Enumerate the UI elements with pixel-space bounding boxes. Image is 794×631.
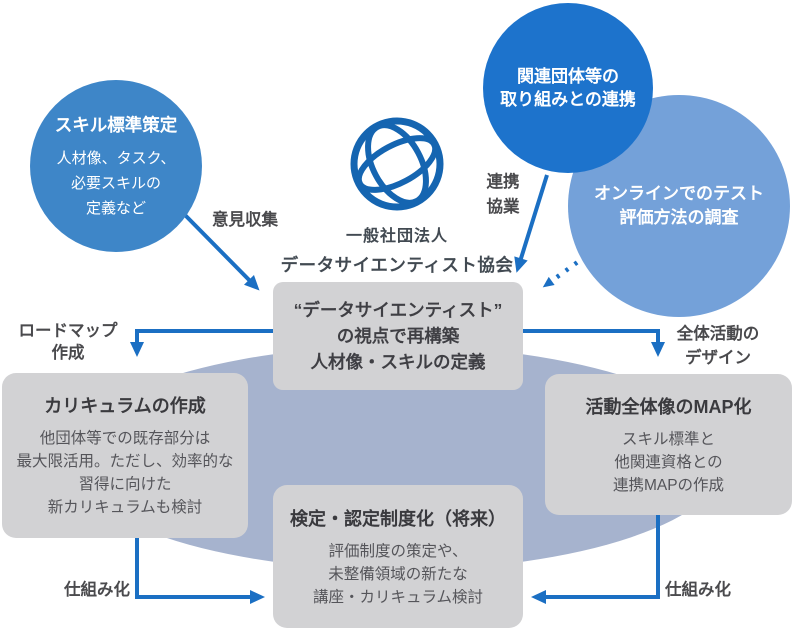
center-redefine-box: “データサイエンティスト” の視点で再構築 人材像・スキルの定義 — [273, 282, 523, 390]
center-box-line1: “データサイエンティスト” — [293, 300, 503, 320]
curriculum-box: カリキュラムの作成 他団体等での既存部分は 最大限活用。ただし、効率的な 習得に… — [2, 373, 248, 538]
curriculum-box-body-line4: 新カリキュラムも検討 — [47, 499, 203, 516]
association-name-line1: 一般社団法人 — [345, 228, 448, 245]
label-collaboration-line1: 連携 — [486, 173, 520, 191]
curriculum-box-title: カリキュラムの作成 — [44, 396, 206, 416]
activity-map-box: 活動全体像のMAP化 スキル標準と 他関連資格との 連携MAPの作成 — [545, 374, 792, 515]
certification-box: 検定・認定制度化（将来） 評価制度の策定や、 未整備領域の新たな 講座・カリキュ… — [273, 485, 523, 628]
arrow-mechanism-left — [135, 534, 265, 604]
circle-skill-standard-body-line3: 定義など — [85, 199, 146, 217]
activity-map-box-body-line1: スキル標準と — [621, 430, 715, 448]
curriculum-box-body-line1: 他団体等での既存部分は — [39, 430, 211, 447]
arrow-collaboration — [514, 174, 549, 273]
center-box-line2: の視点で再構築 — [336, 326, 460, 346]
circle-online-test-title-line1: オンラインでのテスト — [594, 184, 764, 203]
arrow-opinion-collect — [182, 212, 260, 291]
certification-box-body-line3: 講座・カリキュラム検討 — [312, 588, 484, 606]
label-opinion-collect: 意見収集 — [212, 211, 278, 229]
label-overall-design-line2: デザイン — [685, 349, 751, 367]
label-mechanism-left: 仕組み化 — [64, 581, 130, 599]
globe-icon — [350, 117, 444, 211]
circle-related-orgs-title-line2: 取り組みとの連携 — [500, 90, 636, 109]
circle-skill-standard-title: スキル標準策定 — [54, 114, 178, 135]
certification-box-title: 検定・認定制度化（将来） — [290, 508, 506, 529]
circle-skill-standard-body-line2: 必要スキルの — [70, 174, 161, 192]
arrow-mechanism-right — [531, 512, 660, 604]
circle-skill-standard: スキル標準策定 人材像、タスク、 必要スキルの 定義など — [30, 80, 202, 252]
label-collaboration-line2: 協業 — [486, 198, 520, 216]
circle-related-orgs-title-line1: 関連団体等の — [517, 67, 619, 86]
association-name-line2: データサイエンティスト協会 — [280, 255, 514, 275]
circle-related-orgs: 関連団体等の 取り組みとの連携 — [483, 3, 653, 173]
label-roadmap: ロードマップ 作成 — [8, 320, 128, 364]
circle-online-test: オンラインでのテスト 評価方法の調査 — [568, 95, 790, 317]
activity-map-box-body-line2: 他関連資格との — [614, 453, 723, 471]
arrow-online-test-dotted — [542, 254, 588, 288]
activity-map-box-body-line3: 連携MAPの作成 — [612, 476, 725, 494]
label-mechanism-right: 仕組み化 — [665, 581, 731, 599]
circle-skill-standard-body-line1: 人材像、タスク、 — [56, 149, 176, 167]
center-box-line3: 人材像・スキルの定義 — [310, 352, 486, 372]
certification-box-body-line1: 評価制度の策定や、 — [328, 542, 468, 560]
label-collaboration: 連携 協業 — [468, 170, 538, 220]
activity-map-box-title: 活動全体像のMAP化 — [585, 396, 752, 417]
association-logo: 一般社団法人 データサイエンティスト協会 — [280, 114, 514, 277]
curriculum-box-body-line3: 習得に向けた — [78, 476, 172, 493]
label-roadmap-line2: 作成 — [51, 344, 85, 362]
circle-online-test-title-line2: 評価方法の調査 — [619, 208, 739, 227]
label-overall-design: 全体活動の デザイン — [658, 322, 778, 370]
label-roadmap-line1: ロードマップ — [18, 322, 118, 340]
certification-box-body-line2: 未整備領域の新たな — [328, 565, 468, 583]
curriculum-box-body-line2: 最大限活用。ただし、効率的な — [16, 453, 234, 470]
label-overall-design-line1: 全体活動の — [676, 325, 760, 343]
